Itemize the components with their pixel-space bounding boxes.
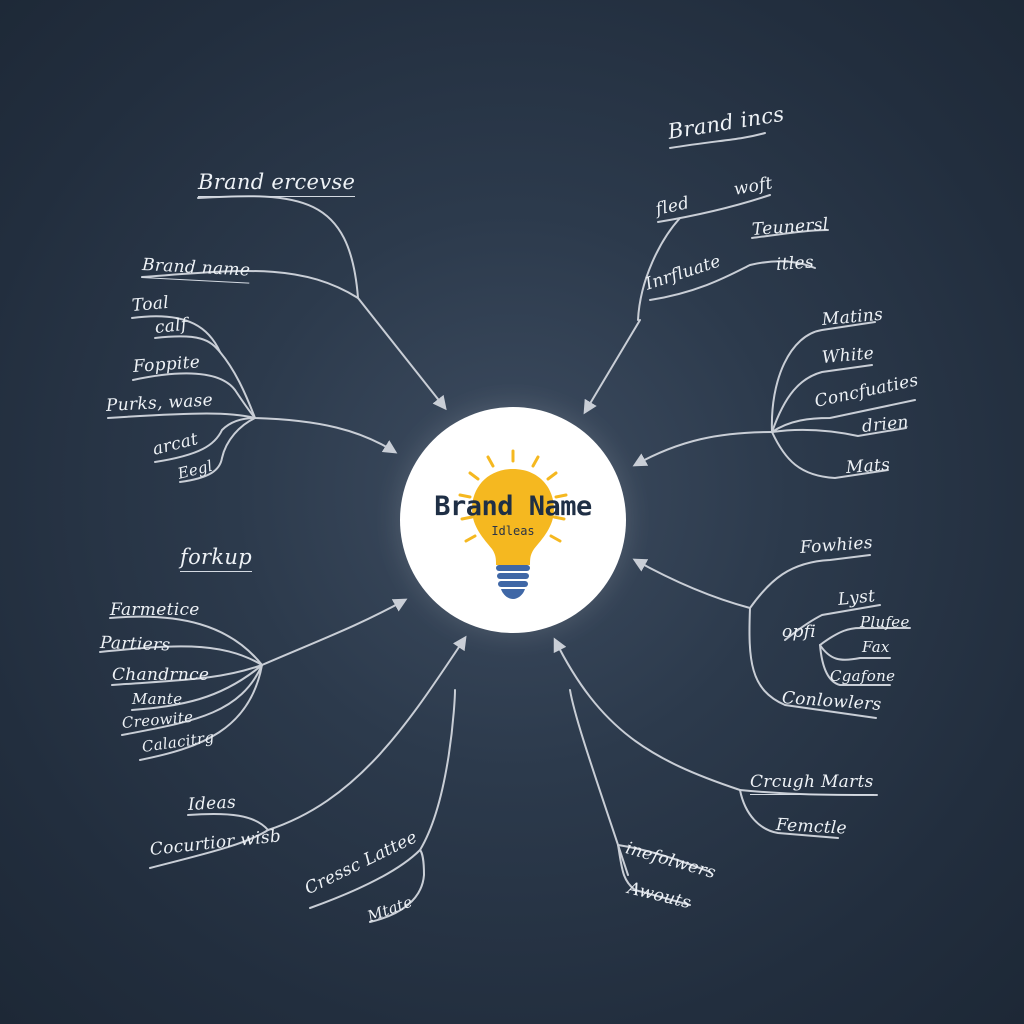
node-toal: Toal	[131, 292, 170, 316]
connector-right	[632, 431, 773, 467]
hub-subtitle: Idleas	[491, 524, 535, 538]
node-opfi: opfi	[782, 622, 817, 642]
node-farmetice: Farmetice	[110, 600, 200, 620]
connector-bottom-left	[267, 635, 467, 831]
node-calf: calf	[153, 314, 189, 338]
node-femctle: Femctle	[775, 815, 848, 839]
connector-brand-name	[141, 270, 359, 299]
node-fax: Fax	[862, 638, 890, 656]
central-hub: Brand Name Idleas	[400, 407, 626, 633]
lightbulb-icon	[458, 449, 568, 599]
node-cgafone: Cgafone	[830, 667, 896, 685]
branch-heading-top-left: Brand ercevse	[198, 170, 356, 197]
connector-bottom-right	[553, 637, 741, 791]
node-chandrnce: Chandrnce	[112, 665, 210, 685]
hub-title: Brand Name	[434, 491, 592, 522]
node-plufee: Plufee	[860, 613, 910, 631]
node-mats: Mats	[845, 454, 891, 478]
node-partiers: Partiers	[99, 633, 171, 656]
connector-top-right	[669, 132, 766, 149]
node-crcugh-marts: Crcugh Marts	[750, 772, 874, 795]
node-ideas: Ideas	[187, 792, 237, 815]
branch-heading-left: forkup	[180, 545, 252, 572]
node-mante: Mante	[132, 690, 183, 708]
node-lyst: Lyst	[836, 586, 877, 610]
node-itles: itles	[775, 252, 815, 275]
connector-lower-right	[632, 558, 751, 609]
connector-left	[261, 598, 408, 666]
